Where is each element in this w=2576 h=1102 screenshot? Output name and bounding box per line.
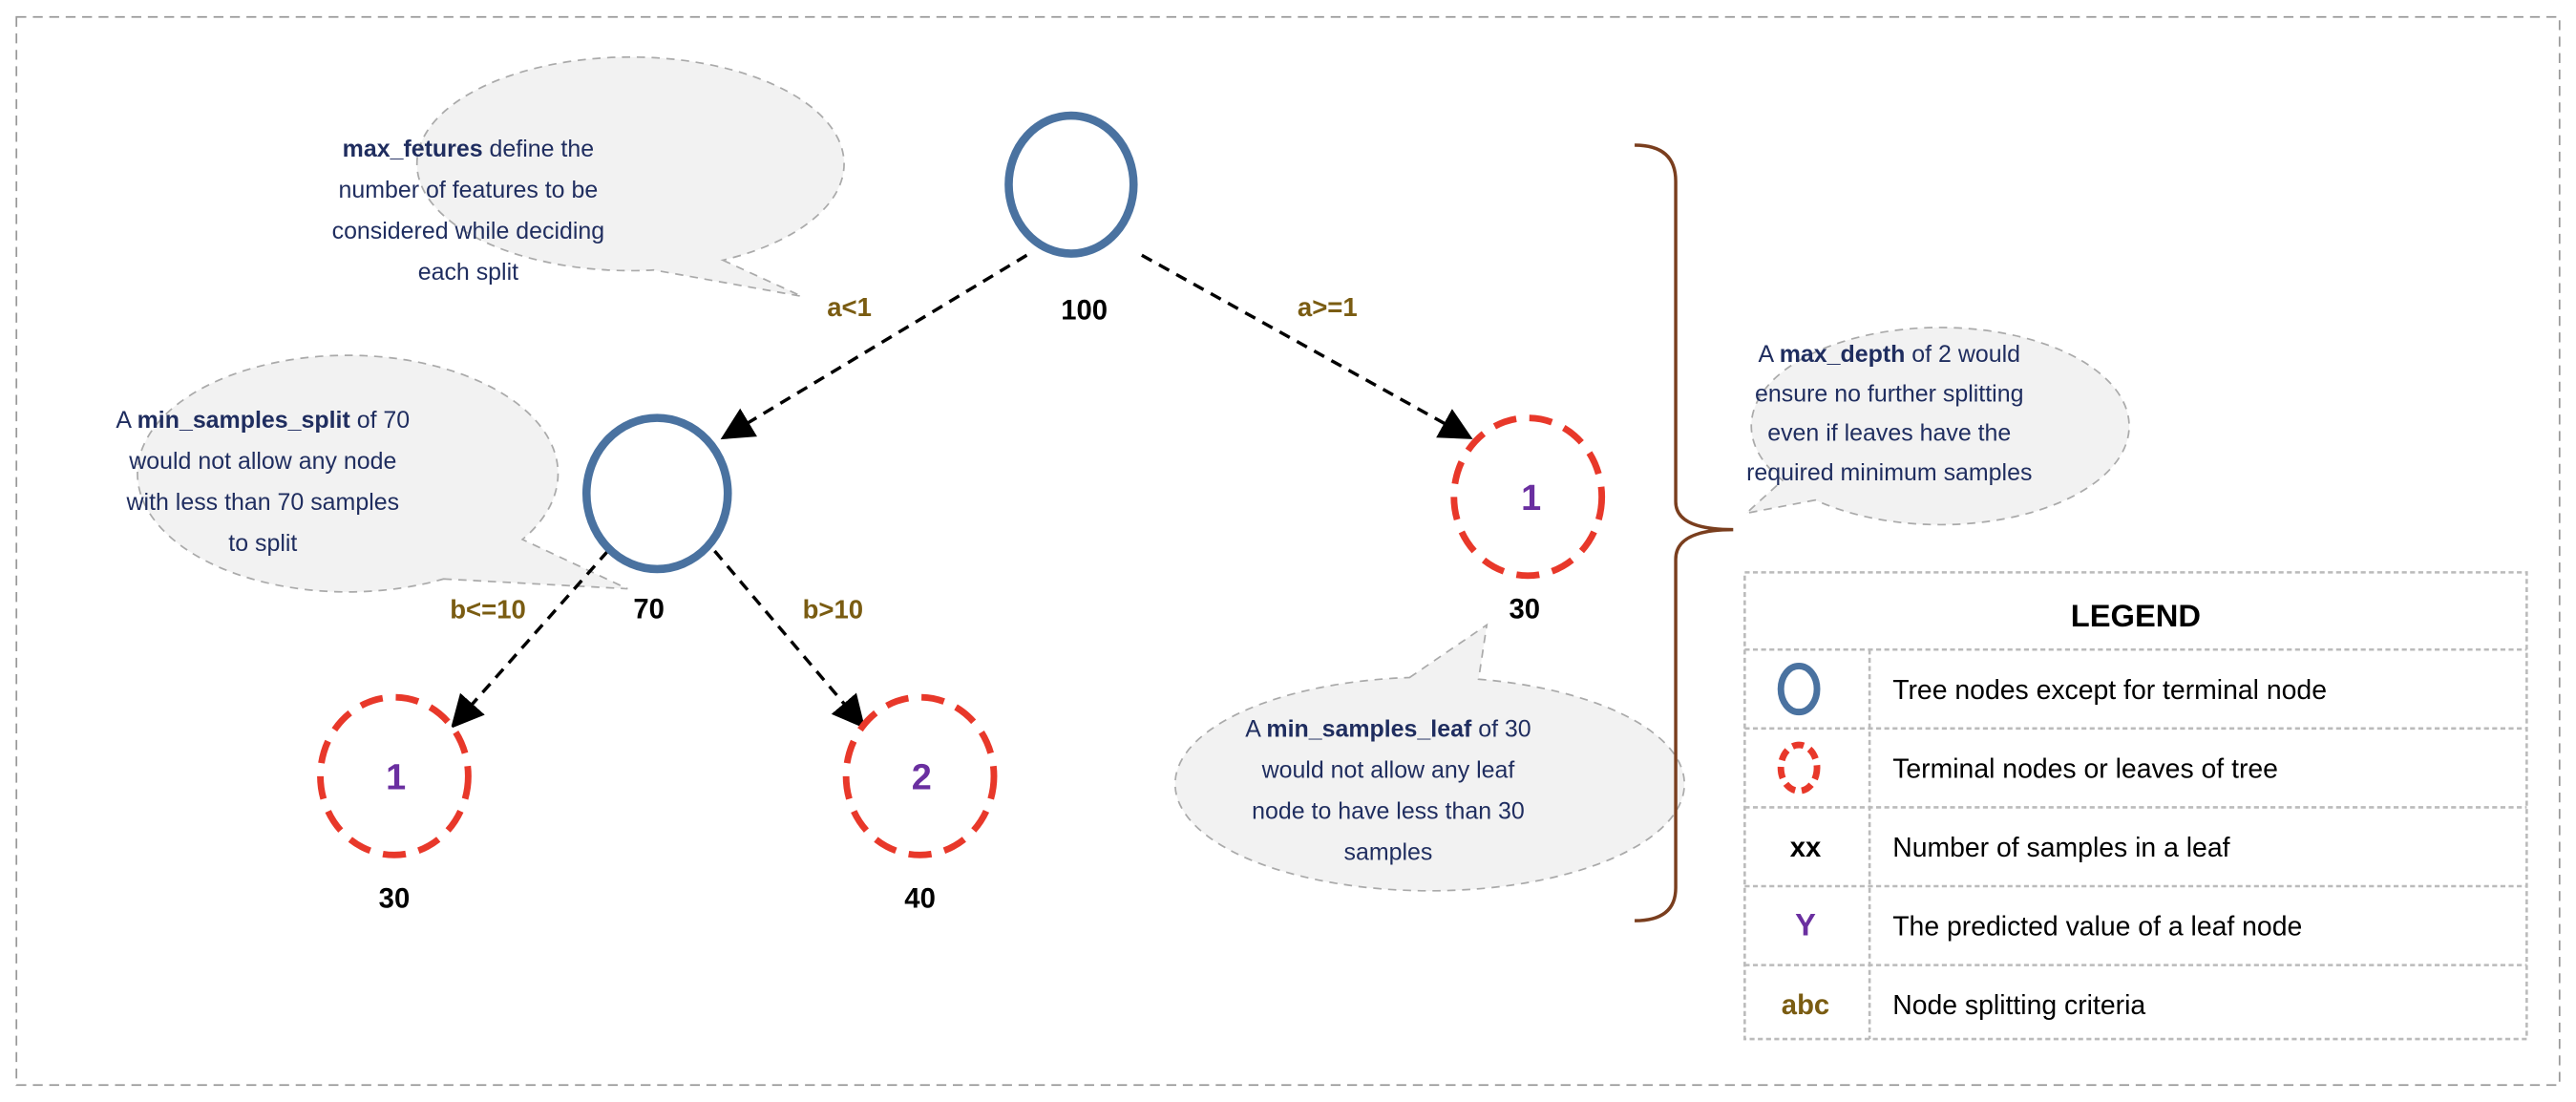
predicted-value: 1 xyxy=(1521,478,1541,519)
edge-root-right xyxy=(1141,253,1473,439)
callout-text: of 70 xyxy=(350,407,410,434)
sample-count: 40 xyxy=(904,883,936,914)
callout-line: number of features to be xyxy=(339,177,599,203)
right-leaf-node xyxy=(1450,414,1606,580)
predicted-value: 2 xyxy=(912,757,932,797)
criteria-label: b<=10 xyxy=(450,595,526,625)
callout-keyword: max_depth xyxy=(1780,341,1906,368)
callout-line: each split xyxy=(418,259,518,286)
callout-line: would not allow any node xyxy=(128,448,396,475)
callout-keyword: max_fetures xyxy=(343,136,483,162)
callout-min-samples-split: A min_samples_split of 70 would not allo… xyxy=(116,354,628,593)
callout-line: node to have less than 30 xyxy=(1252,797,1525,824)
outer-border xyxy=(15,15,2561,1087)
left-left-leaf-node xyxy=(317,693,472,858)
legend-label: Number of samples in a leaf xyxy=(1892,833,2229,863)
sample-count: 70 xyxy=(633,595,665,625)
legend-label: The predicted value of a leaf node xyxy=(1892,912,2302,943)
callout-text: of 2 would xyxy=(1905,341,2020,368)
samples-symbol: xx xyxy=(1790,833,1822,863)
callout-text: A xyxy=(116,407,137,434)
legend-label: Node splitting criteria xyxy=(1892,990,2145,1021)
leaf-node-icon xyxy=(1777,741,1821,795)
criteria-label: a>=1 xyxy=(1298,292,1358,322)
depth-brace xyxy=(1635,143,1734,922)
root-node xyxy=(1004,111,1138,258)
svg-text:A min_samples_leaf of 30: A min_samples_leaf of 30 xyxy=(1245,715,1531,742)
svg-text:A min_samples_split of 70: A min_samples_split of 70 xyxy=(116,407,410,434)
callout-line: ensure no further splitting xyxy=(1755,380,2023,407)
callout-max-depth: A max_depth of 2 would ensure no further… xyxy=(1743,327,2130,526)
callout-line: considered while deciding xyxy=(332,218,605,244)
callout-keyword: min_samples_leaf xyxy=(1266,715,1472,742)
legend-label: Tree nodes except for terminal node xyxy=(1892,675,2327,706)
edge-left-right xyxy=(713,549,866,729)
left-node xyxy=(581,413,732,574)
criteria-label: a<1 xyxy=(827,292,872,322)
callout-keyword: min_samples_split xyxy=(137,407,350,434)
callout-max-features: max_fetures define the number of feature… xyxy=(332,55,845,298)
sample-count: 100 xyxy=(1061,295,1108,326)
callout-text: of 30 xyxy=(1471,715,1531,742)
callout-line: with less than 70 samples xyxy=(126,489,400,516)
callout-text: A xyxy=(1759,341,1780,368)
legend-label: Terminal nodes or leaves of tree xyxy=(1892,753,2278,784)
legend: LEGEND xx Y abc Tree nodes except for te… xyxy=(1743,571,2528,1041)
callout-line: required minimum samples xyxy=(1746,459,2032,486)
callout-line: samples xyxy=(1344,838,1433,865)
sample-count: 30 xyxy=(1510,595,1541,625)
criteria-label: b>10 xyxy=(803,595,863,625)
callout-line: to split xyxy=(228,530,297,557)
criteria-symbol: abc xyxy=(1782,990,1829,1021)
svg-text:A max_depth of 2 would: A max_depth of 2 would xyxy=(1759,341,2020,368)
sample-count: 30 xyxy=(379,883,411,914)
prediction-symbol: Y xyxy=(1795,907,1816,943)
tree-node-icon xyxy=(1777,663,1821,716)
callout-line: even if leaves have the xyxy=(1767,420,2011,447)
predicted-value: 1 xyxy=(386,757,406,797)
callout-text: A xyxy=(1245,715,1266,742)
callout-text: define the xyxy=(483,136,594,162)
left-right-leaf-node xyxy=(842,693,998,858)
callout-line: would not allow any leaf xyxy=(1261,756,1515,783)
callout-min-samples-leaf: A min_samples_leaf of 30 would not allow… xyxy=(1173,623,1686,892)
svg-text:max_fetures define the: max_fetures define the xyxy=(343,136,594,162)
legend-title: LEGEND xyxy=(2071,598,2201,633)
